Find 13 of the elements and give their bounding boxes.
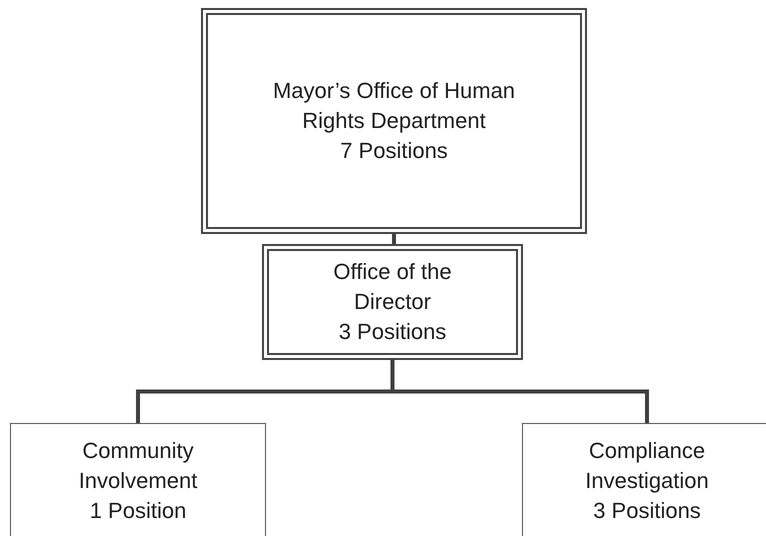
connector-line [392, 234, 396, 244]
position-count: 3 Positions [593, 497, 701, 525]
position-count: 7 Positions [340, 137, 448, 165]
unit-name: Community Involvement [78, 437, 198, 495]
org-unit-box [522, 423, 766, 536]
unit-name: Office of the Director [332, 258, 453, 316]
position-count: 1 Position [90, 497, 186, 525]
org-unit-box [201, 8, 587, 234]
position-count: 3 Positions [338, 318, 446, 346]
org-unit-box [10, 423, 266, 536]
unit-name: Compliance Investigation [584, 437, 710, 495]
org-unit-box [262, 244, 523, 360]
unit-name: Mayor’s Office of Human Rights Department [272, 77, 516, 135]
